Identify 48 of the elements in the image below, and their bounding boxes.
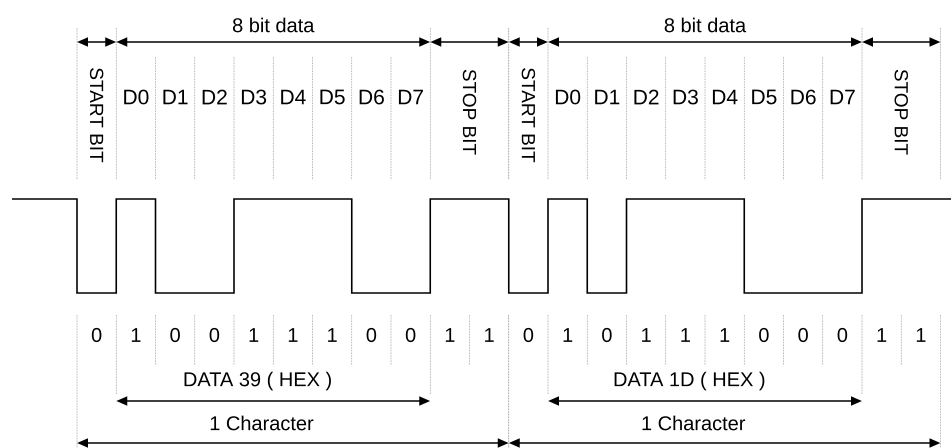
bit-value: 0 xyxy=(92,328,102,342)
field-label: D1 xyxy=(163,90,188,104)
field-label: D1 xyxy=(595,90,620,104)
field-label: D7 xyxy=(830,90,855,104)
field-label: D0 xyxy=(124,90,148,104)
field-label: STOP BIT xyxy=(462,70,476,155)
bit-value: 1 xyxy=(446,328,454,342)
field-label: D2 xyxy=(634,90,658,104)
field-label: D5 xyxy=(752,90,776,104)
field-label: STOP BIT xyxy=(894,70,908,155)
span-label: 8 bit data xyxy=(664,18,746,32)
bit-value: 1 xyxy=(485,328,494,342)
span-label: DATA 39 ( HEX ) xyxy=(184,372,331,390)
field-label: START BIT xyxy=(522,68,536,162)
bit-value: 0 xyxy=(170,328,180,342)
field-label: D6 xyxy=(360,90,384,104)
bit-value: 0 xyxy=(602,328,612,342)
field-label: D3 xyxy=(674,90,698,104)
bit-value: 0 xyxy=(838,328,848,342)
bit-value: 1 xyxy=(564,328,572,342)
bit-value: 0 xyxy=(759,328,769,342)
span-label: 1 Character xyxy=(210,416,314,430)
bit-value: 1 xyxy=(288,328,298,342)
field-label: START BIT xyxy=(90,68,104,162)
field-label: D2 xyxy=(202,90,227,104)
field-label: D5 xyxy=(320,90,345,104)
bit-value: 0 xyxy=(524,328,534,342)
field-label: D6 xyxy=(791,90,816,104)
span-label: 1 Character xyxy=(642,416,746,430)
bit-value: 1 xyxy=(328,328,337,342)
bit-value: 0 xyxy=(366,328,376,342)
bit-value: 1 xyxy=(916,328,926,342)
bit-value: 1 xyxy=(720,328,730,342)
bit-value: 0 xyxy=(210,328,220,342)
bit-value: 1 xyxy=(681,328,690,342)
span-label: DATA 1D ( HEX ) xyxy=(614,372,764,390)
bit-value: 1 xyxy=(132,328,140,342)
span-label: 8 bit data xyxy=(232,18,314,32)
field-label: D4 xyxy=(281,90,306,104)
field-label: D4 xyxy=(712,90,738,104)
bit-value: 1 xyxy=(250,328,258,342)
field-label: D7 xyxy=(398,90,423,104)
bit-value: 0 xyxy=(798,328,808,342)
field-label: D0 xyxy=(556,90,580,104)
field-label: D3 xyxy=(242,90,266,104)
bit-value: 1 xyxy=(642,328,651,342)
bit-value: 0 xyxy=(406,328,416,342)
bit-value: 1 xyxy=(878,328,886,342)
